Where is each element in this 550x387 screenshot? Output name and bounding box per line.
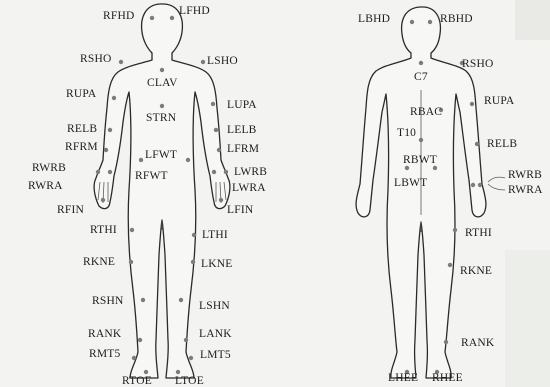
label-c7: C7 (414, 71, 428, 83)
marker-rkne-back (448, 263, 452, 267)
label-relb-back: RELB (487, 138, 517, 150)
label-lelb: LELB (227, 124, 257, 136)
marker-rwra-back (478, 183, 482, 187)
label-rwra-back: RWRA (508, 184, 543, 196)
label-lmt5: LMT5 (200, 349, 231, 361)
label-rupa-back: RUPA (484, 95, 515, 107)
label-rmt5: RMT5 (89, 348, 121, 360)
label-rsho-back: RSHO (462, 58, 493, 70)
marker-rkne (129, 260, 133, 264)
label-rshn: RSHN (92, 295, 124, 307)
page-edge-lower (505, 250, 550, 387)
label-rthi: RTHI (90, 224, 117, 236)
label-rwra: RWRA (28, 180, 63, 192)
marker-lmt5 (189, 356, 193, 360)
marker-lfwt (139, 158, 143, 162)
label-ltoe: LTOE (175, 375, 204, 387)
marker-rfwt (186, 158, 190, 162)
marker-lthi (192, 233, 196, 237)
label-lfin: LFIN (227, 204, 254, 216)
label-rwrb-back: RWRB (508, 169, 542, 181)
label-t10: T10 (397, 127, 416, 139)
label-rbwt: RBWT (403, 154, 437, 166)
label-relb: RELB (67, 123, 97, 135)
label-clav: CLAV (147, 77, 178, 89)
label-lfhd: LFHD (179, 5, 210, 17)
marker-lkne (191, 260, 195, 264)
marker-ltoe (176, 370, 180, 374)
label-rkne: RKNE (83, 256, 115, 268)
marker-relb (108, 128, 112, 132)
label-lfwt: LFWT (145, 149, 177, 161)
marker-rtoe (144, 370, 148, 374)
marker-rupa-back (470, 102, 474, 106)
marker-rupa (112, 96, 116, 100)
label-rank-back: RANK (461, 337, 495, 349)
label-rthi-back: RTHI (465, 227, 492, 239)
marker-rwrb (96, 170, 100, 174)
marker-lfin (219, 198, 223, 202)
label-rwrb: RWRB (32, 162, 66, 174)
label-lhee: LHEE (388, 372, 418, 384)
label-strn: STRN (146, 112, 177, 124)
marker-lfhd (170, 16, 174, 20)
marker-c7 (419, 61, 423, 65)
marker-rshn (141, 298, 145, 302)
label-lkne: LKNE (201, 258, 232, 270)
label-rfin: RFIN (57, 204, 84, 216)
label-lwra: LWRA (232, 182, 266, 194)
label-rbhd: RBHD (440, 13, 473, 25)
page-edge (515, 0, 550, 40)
marker-lank (184, 338, 188, 342)
label-lank: LANK (199, 328, 232, 340)
label-rbac: RBAC (410, 106, 442, 118)
marker-lwra (212, 170, 216, 174)
label-rupa: RUPA (66, 88, 97, 100)
label-rfhd: RFHD (103, 10, 134, 22)
marker-rwra (108, 170, 112, 174)
marker-lbhd (410, 20, 414, 24)
label-rkne-back: RKNE (460, 265, 492, 277)
label-lbwt: LBWT (394, 177, 427, 189)
label-rhee: RHEE (432, 372, 463, 384)
marker-rthi-back (453, 228, 457, 232)
marker-relb-back (475, 142, 479, 146)
marker-lshn (179, 298, 183, 302)
marker-rsho (119, 60, 123, 64)
marker-rbhd (428, 20, 432, 24)
label-rfwt: RFWT (135, 170, 168, 182)
marker-strn (160, 104, 164, 108)
marker-rank (138, 338, 142, 342)
label-rtoe: RTOE (122, 375, 152, 387)
marker-rank-back (444, 340, 448, 344)
marker-t10 (419, 138, 423, 142)
label-lbhd: LBHD (358, 13, 390, 25)
label-lsho: LSHO (207, 55, 238, 67)
label-lupa: LUPA (227, 99, 257, 111)
marker-lfrm (217, 148, 221, 152)
label-lwrb: LWRB (234, 166, 267, 178)
label-rfrm: RFRM (65, 141, 98, 153)
marker-rmt5 (132, 356, 136, 360)
marker-rfhd (150, 16, 154, 20)
label-lfrm: LFRM (227, 143, 259, 155)
marker-rfin (101, 198, 105, 202)
marker-lbwt (405, 166, 409, 170)
marker-rfrm (104, 148, 108, 152)
label-lthi: LTHI (202, 229, 228, 241)
marker-lelb (214, 128, 218, 132)
marker-lsho (201, 60, 205, 64)
marker-lupa (211, 102, 215, 106)
label-lshn: LSHN (199, 300, 230, 312)
marker-rthi (130, 228, 134, 232)
label-rsho: RSHO (80, 53, 111, 65)
marker-rbwt (433, 166, 437, 170)
label-rank: RANK (88, 328, 122, 340)
marker-lwrb (224, 170, 228, 174)
marker-rwrb-back (471, 183, 475, 187)
marker-clav (160, 68, 164, 72)
